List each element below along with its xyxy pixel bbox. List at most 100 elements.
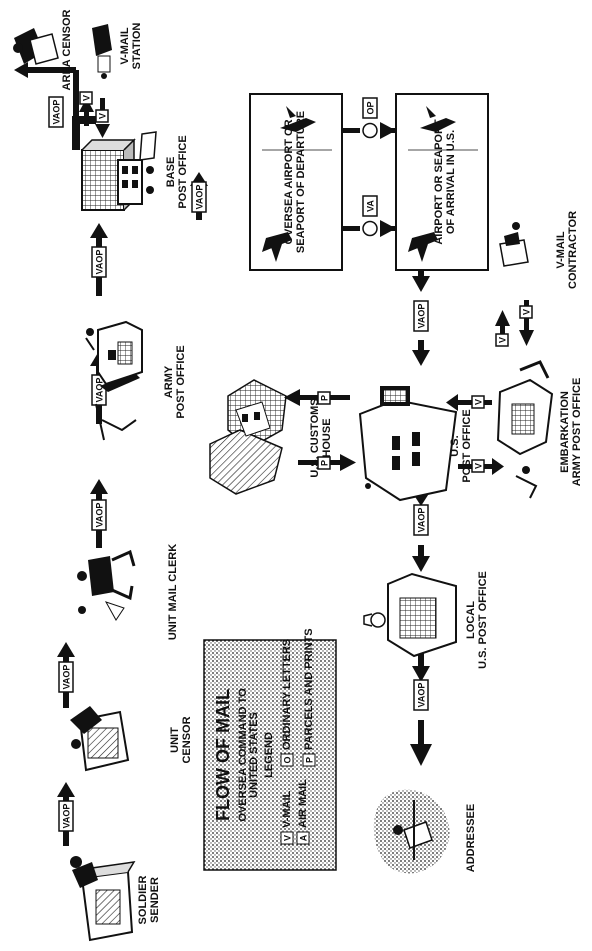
us-post-office-label-line2: POST OFFICE bbox=[461, 409, 473, 482]
vaop-tag: VAOP bbox=[195, 185, 205, 210]
legend-item-vmail: V V-MAIL bbox=[280, 790, 294, 845]
vmail-station-arrows: V V bbox=[79, 91, 110, 138]
vaop-tag: VAOP bbox=[62, 804, 72, 829]
legend-heading: LEGEND bbox=[263, 732, 275, 778]
vmail-contractor-label: V-MAIL CONTRACTOR bbox=[555, 211, 579, 289]
us-port-label-line2: OF ARRIVAL IN U.S. bbox=[445, 130, 457, 234]
unit-censor-label-line2: CENSOR bbox=[181, 716, 193, 763]
soldier-sender-label-line1: SOLDIER bbox=[137, 876, 149, 925]
legend-key-o: O bbox=[283, 756, 293, 763]
vmail-contractor-arrows: V V bbox=[495, 300, 534, 347]
legend-item-parcels: P PARCELS AND PRINTS bbox=[302, 628, 316, 767]
soldier-sender-label-line2: SENDER bbox=[149, 877, 161, 923]
oversea-port-label-line1: OVERSEA AIRPORT OR bbox=[283, 119, 295, 244]
vaop-tag: VAOP bbox=[95, 378, 105, 403]
vmail-station-label-line1: V-MAIL bbox=[119, 27, 131, 65]
vaop-tag: VAOP bbox=[417, 304, 427, 329]
legend-key-a: A bbox=[299, 834, 309, 841]
legend-panel: FLOW OF MAIL OVERSEA COMMAND TO UNITED S… bbox=[203, 628, 337, 871]
legend-subtitle-line1: OVERSEA COMMAND TO bbox=[237, 688, 249, 822]
vaop-tag: VAOP bbox=[62, 665, 72, 690]
legend-text-parcels: PARCELS AND PRINTS bbox=[303, 628, 315, 750]
legend-text-vmail: V-MAIL bbox=[281, 790, 293, 828]
us-port-label-line1: AIRPORT OR SEAPORT bbox=[433, 119, 445, 245]
vmail-contractor-illustration bbox=[499, 222, 529, 267]
port-crossing-arrows: VA OP bbox=[342, 97, 396, 237]
embarkation-label-line2: ARMY POST OFFICE bbox=[571, 378, 583, 487]
unit-censor-label: UNIT CENSOR bbox=[169, 716, 193, 763]
v-tag: V bbox=[522, 309, 532, 315]
us-port-label: AIRPORT OR SEAPORT OF ARRIVAL IN U.S. bbox=[433, 119, 457, 245]
legend-text-ordinary: ORDINARY LETTERS bbox=[281, 639, 293, 750]
addressee-label-text: ADDRESSEE bbox=[465, 804, 477, 872]
addressee-label: ADDRESSEE bbox=[465, 804, 477, 872]
legend-item-airmail: A AIR MAIL bbox=[296, 779, 310, 845]
area-censor-illustration bbox=[13, 28, 59, 65]
v-tag: V bbox=[474, 463, 484, 469]
soldier-sender-illustration bbox=[70, 856, 136, 942]
unit-censor-illustration bbox=[70, 706, 130, 772]
us-post-office-illustration bbox=[358, 386, 458, 502]
base-post-office-label: BASE POST OFFICE bbox=[165, 135, 189, 208]
legend-key-p: P bbox=[305, 757, 315, 763]
base-post-office-illustration bbox=[14, 62, 157, 211]
local-post-office-label-line2: U.S. POST OFFICE bbox=[477, 571, 489, 669]
p-tag: P bbox=[320, 460, 330, 466]
army-post-office-illustration bbox=[85, 320, 143, 441]
legend-key-v: V bbox=[283, 835, 293, 841]
unit-censor-label-line1: UNIT bbox=[169, 727, 181, 753]
legend-text-airmail: AIR MAIL bbox=[297, 779, 309, 828]
va-tag: VA bbox=[366, 200, 376, 212]
legend-title: FLOW OF MAIL bbox=[213, 689, 233, 821]
legend-item-ordinary: O ORDINARY LETTERS bbox=[280, 639, 294, 767]
vmail-station-label-line2: STATION bbox=[131, 23, 143, 70]
unit-mail-clerk-label: UNIT MAIL CLERK bbox=[167, 544, 179, 640]
flow-tags: VAOP VAOP VAOP VAOP VAOP VAOP VAOP VA O P … bbox=[58, 181, 429, 832]
customs-arrows: P P bbox=[284, 389, 356, 471]
vmail-station-illustration bbox=[92, 24, 112, 79]
unit-mail-clerk-label-text: UNIT MAIL CLERK bbox=[167, 544, 179, 640]
v-tag: V bbox=[98, 113, 108, 119]
army-post-office-label-line2: POST OFFICE bbox=[175, 345, 187, 418]
local-post-office-illustration bbox=[363, 572, 457, 658]
vaop-tag: VAOP bbox=[417, 508, 427, 533]
v-tag: V bbox=[82, 95, 92, 101]
legend-subtitle-line2: UNITED STATES bbox=[248, 712, 260, 798]
p-tag: P bbox=[320, 395, 330, 401]
vmail-contractor-label-line2: CONTRACTOR bbox=[567, 211, 579, 289]
v-tag: V bbox=[474, 399, 484, 405]
vmail-contractor-label-line1: V-MAIL bbox=[555, 231, 567, 269]
area-censor-label-text: AREA CENSOR bbox=[61, 10, 73, 91]
op-tag: OP bbox=[366, 101, 376, 114]
local-post-office-label: LOCAL U.S. POST OFFICE bbox=[465, 571, 489, 669]
vaop-tag: VAOP bbox=[95, 250, 105, 275]
embarkation-label-line1: EMBARKATION bbox=[559, 391, 571, 473]
soldier-sender-label: SOLDIER SENDER bbox=[137, 876, 161, 925]
us-customs-label-line2: HOUSE bbox=[321, 418, 333, 457]
unit-mail-clerk-illustration bbox=[77, 549, 136, 621]
us-port-box bbox=[395, 93, 489, 271]
vaop-tag: VAOP bbox=[95, 503, 105, 528]
embarkation-apo-illustration bbox=[496, 360, 554, 499]
oversea-port-box bbox=[249, 93, 343, 271]
us-customs-house-illustration bbox=[209, 379, 287, 495]
army-post-office-label: ARMY POST OFFICE bbox=[163, 345, 187, 418]
vaop-tag-text: VAOP bbox=[52, 100, 62, 125]
vaop-tag: VAOP bbox=[417, 683, 427, 708]
vaop-tag: VAOP bbox=[48, 96, 64, 128]
vmail-station-label: V-MAIL STATION bbox=[119, 23, 143, 70]
us-post-office-label-line1: U.S. bbox=[449, 435, 461, 456]
addressee-illustration bbox=[373, 789, 450, 874]
embarkation-apo-label: EMBARKATION ARMY POST OFFICE bbox=[559, 378, 583, 487]
embarkation-arrows: V V bbox=[446, 394, 504, 475]
base-post-office-label-line1: BASE bbox=[165, 157, 177, 188]
v-tag: V bbox=[498, 337, 508, 343]
local-post-office-label-line1: LOCAL bbox=[465, 601, 477, 639]
oversea-port-label: OVERSEA AIRPORT OR SEAPORT OF DEPARTURE bbox=[283, 111, 307, 253]
area-censor-label: AREA CENSOR bbox=[61, 10, 73, 91]
base-post-office-label-line2: POST OFFICE bbox=[177, 135, 189, 208]
army-post-office-label-line1: ARMY bbox=[163, 365, 175, 398]
oversea-port-label-line2: SEAPORT OF DEPARTURE bbox=[295, 111, 307, 253]
